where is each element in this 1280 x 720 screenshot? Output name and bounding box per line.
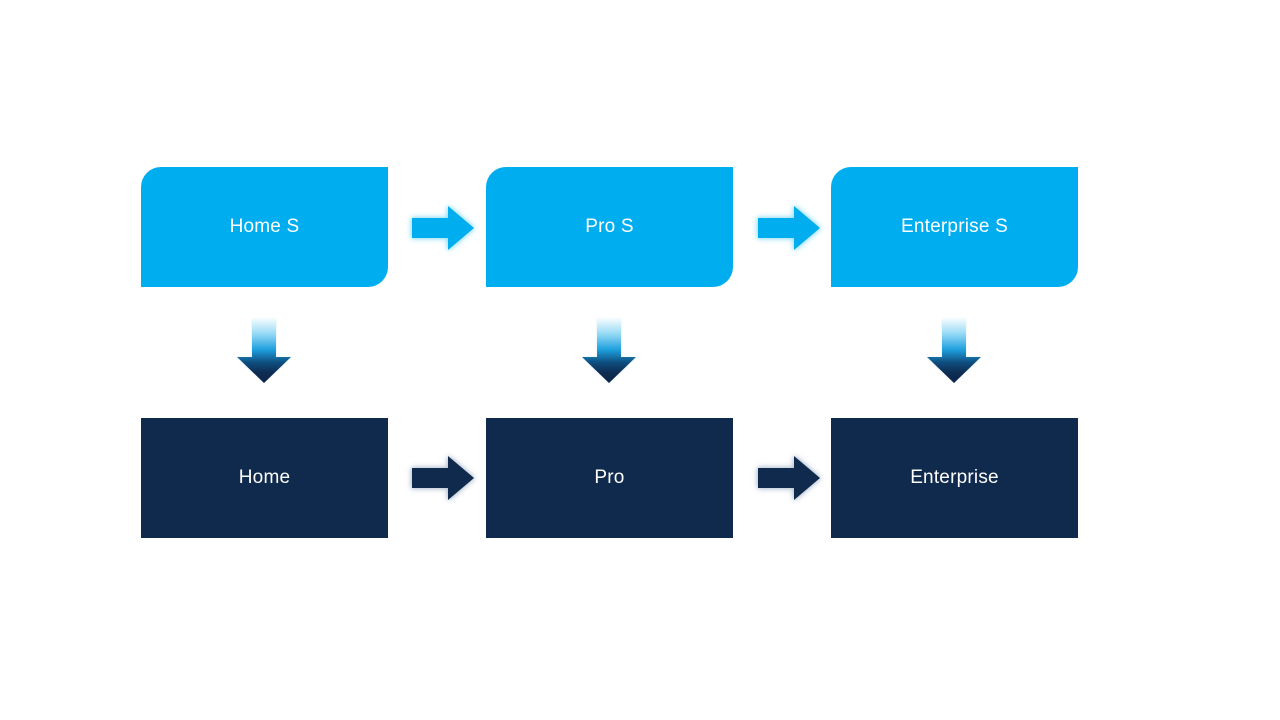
box-home-label: Home	[238, 467, 291, 488]
box-enterprise-label: Enterprise	[910, 467, 999, 488]
box-home-s-label: Home S	[229, 216, 300, 237]
right-arrow-icon	[758, 206, 820, 250]
box-pro-s-label: Pro S	[585, 216, 634, 237]
right-arrow-icon	[758, 456, 820, 500]
right-arrow-icon	[412, 206, 474, 250]
box-home: Home	[141, 418, 388, 538]
box-home-s: Home S	[141, 167, 388, 287]
down-arrow-icon	[927, 319, 981, 383]
box-pro-s: Pro S	[486, 167, 733, 287]
box-enterprise-s-label: Enterprise S	[901, 216, 1008, 237]
box-pro: Pro	[486, 418, 733, 538]
down-arrow-icon	[582, 319, 636, 383]
down-arrow-icon	[237, 319, 291, 383]
box-pro-label: Pro	[594, 467, 625, 488]
box-enterprise: Enterprise	[831, 418, 1078, 538]
right-arrow-icon	[412, 456, 474, 500]
box-enterprise-s: Enterprise S	[831, 167, 1078, 287]
